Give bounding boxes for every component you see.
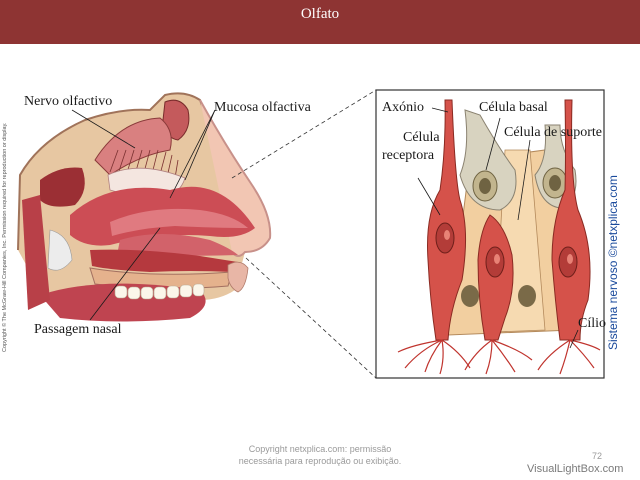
label-cilio: Cílio	[578, 316, 607, 331]
footer-line-2: necessária para reprodução ou exibição.	[238, 456, 402, 466]
label-axonio: Axónio	[382, 100, 424, 115]
side-brand-text: Sistema nervoso ©netxplica.com	[606, 175, 620, 350]
cilia	[397, 339, 601, 375]
label-nervo-olfactivo: Nervo olfactivo	[24, 94, 113, 109]
page-title: Olfato	[300, 6, 340, 22]
label-mucosa-olfactiva: Mucosa olfactiva	[214, 100, 311, 115]
label-celula-receptora-line1: Célula	[403, 130, 440, 145]
leader-lines-right	[417, 107, 579, 349]
side-copyright-text: Copyright © The McGraw-Hill Companies, I…	[2, 122, 8, 352]
title-bar	[0, 0, 640, 44]
footer-line-1: Copyright netxplica.com: permissão	[248, 444, 392, 454]
footer-copyright: Copyright netxplica.com: permissão neces…	[200, 443, 440, 467]
zoom-connector-lines	[231, 89, 377, 379]
olfactory-epithelium-illustration	[397, 99, 601, 375]
label-passagem-nasal: Passagem nasal	[34, 322, 122, 337]
page-number: 72	[592, 451, 603, 461]
nasal-cavity-illustration	[17, 92, 272, 322]
leader-lines-left	[71, 109, 216, 321]
label-celula-suporte: Célula de suporte	[504, 125, 602, 140]
label-celula-receptora-line2: receptora	[382, 148, 435, 163]
watermark: VisualLightBox.com	[527, 463, 624, 475]
label-celula-basal: Célula basal	[479, 100, 548, 115]
